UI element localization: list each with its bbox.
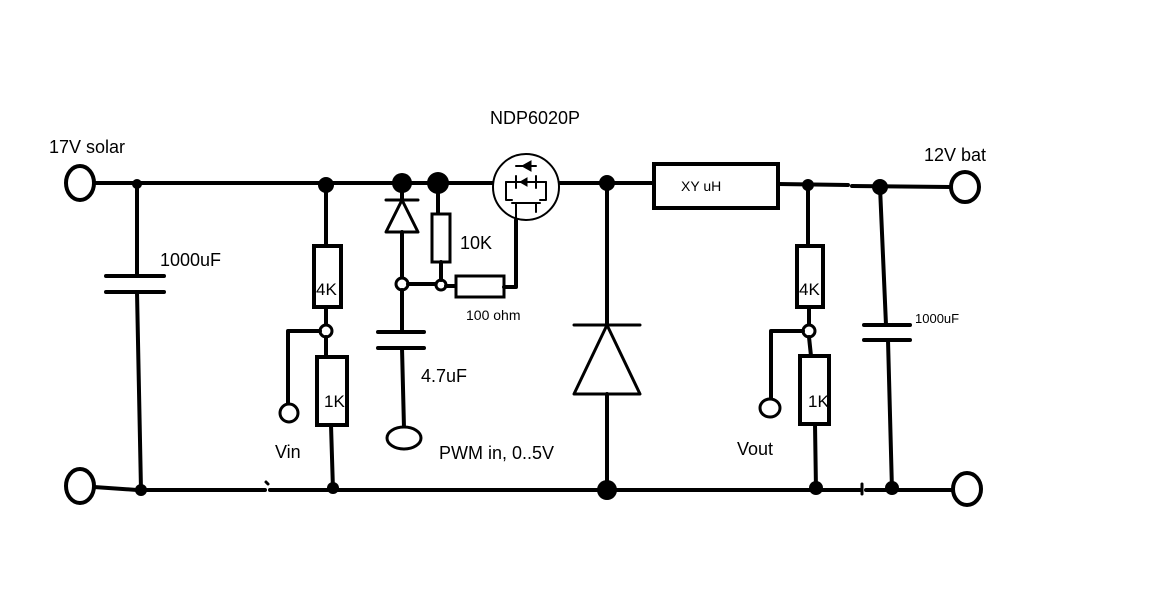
pwm-input-terminal [385,425,423,451]
inductor-body [652,162,780,210]
input-capacitor [104,181,166,492]
label-cap-input: 1000uF [160,250,221,270]
label-output-terminal: 12V bat [924,145,986,165]
bottom-rail [92,480,954,496]
label-cap-output: 1000uF [915,311,959,326]
label-inductor: XY uH [681,178,721,194]
label-vout-probe: Vout [737,439,773,459]
freewheel-diode-body [572,323,642,396]
output-terminals [949,170,983,507]
resistor-vin-top [312,244,343,309]
output-capacitor [862,185,912,492]
label-res-gate-pullup: 10K [460,233,492,253]
junction-dots [132,172,899,500]
label-cap-gate: 4.7uF [421,366,467,386]
resistor-10k [430,212,452,264]
label-res-vin-bottom: 1K [324,392,345,411]
label-mosfet: NDP6020P [490,108,580,128]
label-res-vout-bottom: 1K [808,392,829,411]
freewheel-diode [572,181,642,492]
gate-zener-diode [384,198,420,234]
label-res-gate-series: 100 ohm [466,307,520,323]
mosfet-body [492,153,560,221]
label-res-vout-top: 4K [799,280,820,299]
resistor-100-ohm [454,274,506,299]
vout-divider [758,183,831,492]
inductor [652,162,780,210]
mosfet-ndp6020p [492,153,560,221]
solar-positive-terminal [64,164,96,202]
vin-probe-terminal [278,402,300,424]
label-vin-probe: Vin [275,442,301,462]
label-input-terminal: 17V solar [49,137,125,157]
label-pwm-input: PWM in, 0..5V [439,443,554,463]
vout-probe-terminal [758,397,782,419]
battery-positive-terminal [949,170,981,204]
resistor-vin-bottom [315,355,349,427]
vin-divider [278,181,349,492]
battery-negative-terminal [951,471,983,507]
solar-negative-terminal [64,467,96,505]
gate-driver [376,181,518,451]
label-res-vin-top: 4K [316,280,337,299]
labels: 17V solar 12V bat NDP6020P 1000uF 1000uF… [49,108,986,463]
input-terminals [64,164,96,505]
resistor-vout-bottom [798,354,831,426]
